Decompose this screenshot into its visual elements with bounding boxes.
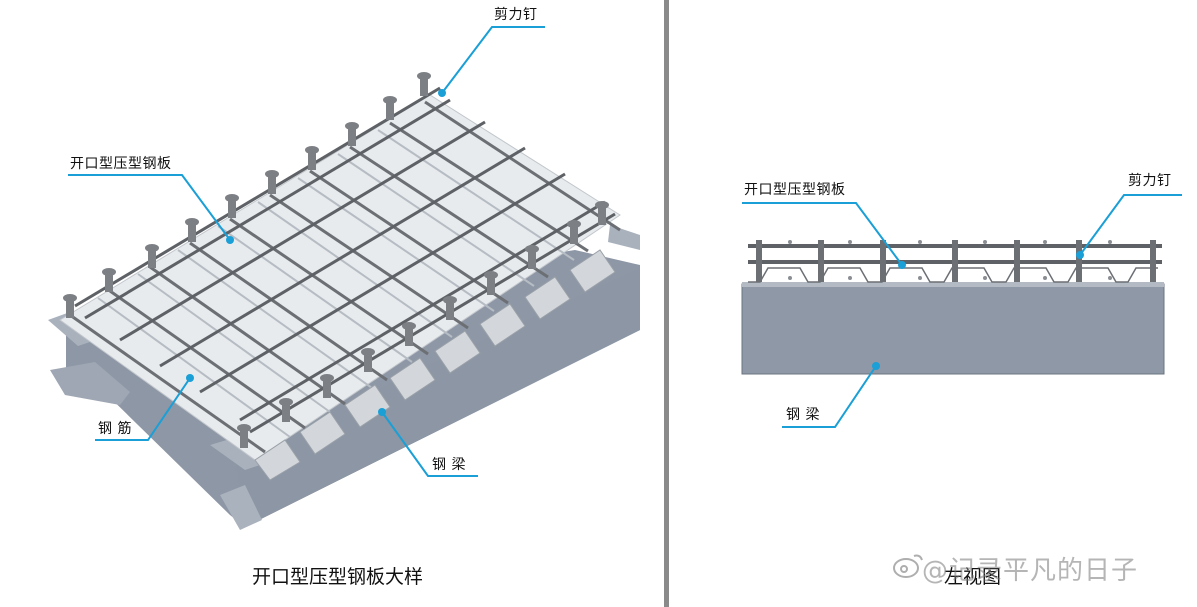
- steel-beam-bottom-flange-end: [50, 362, 130, 405]
- leader-lines-right: [742, 194, 1182, 428]
- deck-edge-profile: [254, 249, 616, 481]
- steel-beam-front-face: [235, 268, 640, 527]
- leader-side-beam: [782, 365, 877, 428]
- steel-beam-top-flange-right: [608, 225, 640, 250]
- steel-beam-bottom-flange: [220, 485, 262, 530]
- side-label-deck: 开口型压型钢板: [744, 182, 846, 198]
- side-label-shear-stud: 剪力钉: [1128, 173, 1172, 189]
- side-view-small-marks: [788, 240, 1112, 280]
- isometric-view: [48, 26, 640, 530]
- side-view: [741, 194, 1182, 578]
- leader-shear-stud: [441, 26, 545, 94]
- weibo-like-logo-icon: [893, 554, 923, 578]
- leader-dots-right: [872, 251, 1084, 370]
- leader-lines-left: [68, 26, 545, 477]
- leader-dots-left: [186, 89, 446, 416]
- left-caption: 开口型压型钢板大样: [252, 566, 424, 588]
- leader-rebar: [95, 377, 191, 441]
- view-divider: [664, 0, 669, 607]
- leader-side-shear-stud: [1079, 194, 1182, 256]
- shear-studs-left-row: [63, 72, 431, 318]
- side-view-posts: [756, 240, 1156, 282]
- label-beam: 钢 梁: [432, 457, 466, 473]
- watermark-text: @记录平凡的日子: [922, 556, 1139, 586]
- label-deck: 开口型压型钢板: [70, 156, 172, 172]
- shear-studs-right-row: [237, 201, 609, 448]
- deck-profile-line: [748, 267, 1158, 283]
- steel-beam-elevation: [741, 283, 1165, 375]
- rebar-transverse: [74, 86, 616, 434]
- leader-side-deck: [742, 202, 903, 266]
- leader-beam: [381, 411, 478, 477]
- label-rebar: 钢 筋: [98, 421, 132, 437]
- side-label-beam: 钢 梁: [786, 407, 820, 423]
- steel-beam-top-flange: [742, 282, 1164, 287]
- right-caption: 左视图: [944, 566, 1002, 588]
- label-shear-stud: 剪力钉: [494, 7, 538, 23]
- leader-deck: [68, 174, 231, 241]
- steel-deck-surface: [59, 94, 621, 461]
